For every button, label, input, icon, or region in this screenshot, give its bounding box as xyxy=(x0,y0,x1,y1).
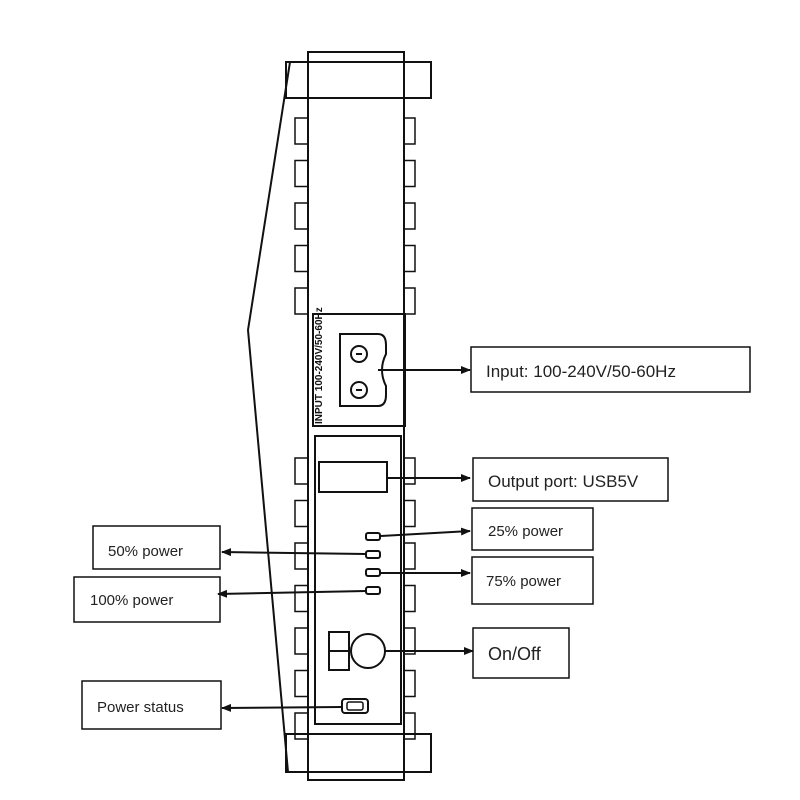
callout-input-box xyxy=(470,346,751,393)
vent-slot-left xyxy=(294,669,309,698)
power-button xyxy=(350,633,386,669)
vent-slot-left xyxy=(294,159,309,188)
callout-on-off-box xyxy=(472,627,570,679)
callout-power-75-box xyxy=(471,556,594,605)
callout-power-100-box xyxy=(73,576,221,623)
callout-arrows xyxy=(217,366,474,712)
callout-power-75: 75% power xyxy=(471,556,594,605)
vent-slot-left xyxy=(294,584,309,613)
vent-slot-left xyxy=(294,627,309,655)
callout-power-75-text: 75% power xyxy=(486,573,561,590)
ventilation-slots xyxy=(294,117,416,740)
device: INPUT 100-240V/50-60Hz xyxy=(246,51,432,781)
callout-on-off: On/Off xyxy=(472,627,570,679)
led-50 xyxy=(365,550,381,559)
vent-slot-right xyxy=(403,202,416,230)
callout-output-port-box xyxy=(472,457,669,502)
device-input-label: INPUT 100-240V/50-60Hz xyxy=(314,307,325,424)
callout-power-status: Power status xyxy=(81,680,222,730)
callout-power-100: 100% power xyxy=(73,576,221,623)
arrow-power-100 xyxy=(217,589,367,598)
callout-output-port-text: Output port: USB5V xyxy=(488,472,639,491)
arrow-power-50 xyxy=(221,548,367,557)
device-bottom-cap xyxy=(285,733,432,773)
vent-slot-left xyxy=(294,542,309,570)
control-panel xyxy=(314,435,402,725)
callout-power-50: 50% power xyxy=(92,525,221,570)
vent-slot-left xyxy=(294,499,309,528)
vent-slot-right xyxy=(403,287,416,315)
vent-slot-right xyxy=(403,457,416,485)
led-100 xyxy=(365,586,381,595)
vent-slot-right xyxy=(403,244,416,273)
callout-input: Input: 100-240V/50-60Hz xyxy=(470,346,751,393)
vent-slot-left xyxy=(294,712,309,740)
callout-power-status-text: Power status xyxy=(97,699,184,716)
arrow-power-25 xyxy=(379,527,471,537)
callout-power-50-text: 50% power xyxy=(108,543,183,560)
callout-on-off-text: On/Off xyxy=(488,644,542,664)
callout-power-25-text: 25% power xyxy=(488,523,563,540)
callout-input-text: Input: 100-240V/50-60Hz xyxy=(486,362,676,381)
device-side-face xyxy=(246,61,291,773)
led-25 xyxy=(365,532,381,541)
vent-slot-right xyxy=(403,712,416,740)
input-socket xyxy=(339,333,387,407)
vent-slot-left xyxy=(294,457,309,485)
callout-power-25-box xyxy=(471,507,594,551)
power-status-indicator xyxy=(341,698,369,714)
vent-slot-right xyxy=(403,499,416,528)
vent-slot-right xyxy=(403,542,416,570)
vent-slot-right xyxy=(403,627,416,655)
callout-power-50-box xyxy=(92,525,221,570)
socket-hole-top xyxy=(350,345,368,363)
arrow-power-status xyxy=(221,703,343,712)
socket-hole-bottom xyxy=(350,381,368,399)
vent-slot-right xyxy=(403,669,416,698)
power-status-indicator-inner xyxy=(346,701,364,711)
vent-slot-left xyxy=(294,202,309,230)
callout-power-status-box xyxy=(81,680,222,730)
vent-slot-left xyxy=(294,287,309,315)
vent-slot-right xyxy=(403,117,416,145)
vent-slot-left xyxy=(294,244,309,273)
usb-output-port xyxy=(318,461,388,493)
callout-power-100-text: 100% power xyxy=(90,592,173,609)
callout-output-port: Output port: USB5V xyxy=(472,457,669,502)
vent-slot-left xyxy=(294,117,309,145)
led-75 xyxy=(365,568,381,577)
callout-power-25: 25% power xyxy=(471,507,594,551)
vent-slot-right xyxy=(403,584,416,613)
vent-slot-right xyxy=(403,159,416,188)
device-top-cap xyxy=(285,61,432,99)
